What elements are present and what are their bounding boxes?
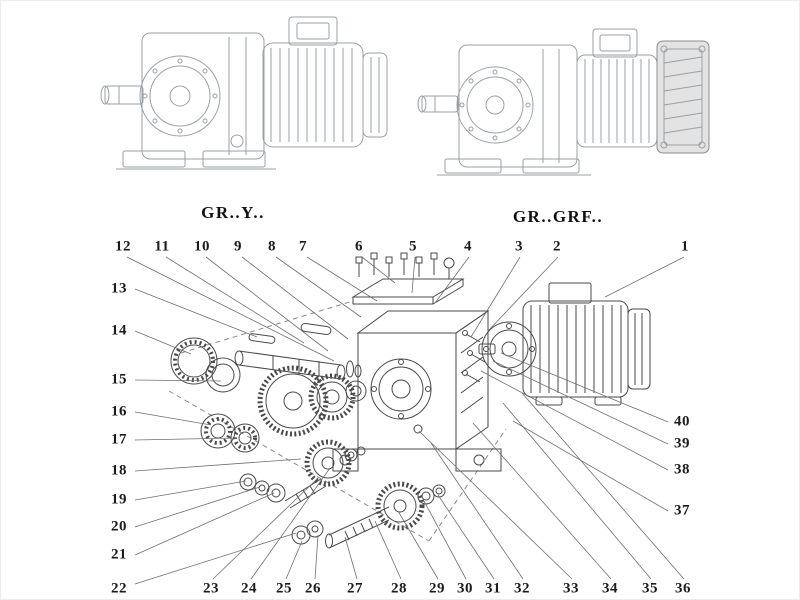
callout-21: 21	[111, 546, 127, 563]
callout-40: 40	[674, 413, 690, 430]
callout-5: 5	[409, 238, 417, 255]
callout-8: 8	[268, 238, 276, 255]
output-shaft-assembly	[234, 322, 362, 380]
callout-19: 19	[111, 491, 127, 508]
callout-37: 37	[674, 502, 690, 519]
callout-7: 7	[299, 238, 307, 255]
callout-31: 31	[485, 580, 501, 597]
callout-14: 14	[111, 322, 127, 339]
top-cover-and-bolts	[351, 252, 465, 305]
callout-26: 26	[305, 580, 321, 597]
callout-35: 35	[642, 580, 658, 597]
callout-18: 18	[111, 462, 127, 479]
motor-assembly	[478, 282, 651, 406]
callout-17: 17	[111, 431, 127, 448]
input-shaft-assembly	[291, 481, 446, 549]
flange-bolts	[462, 330, 486, 383]
callout-28: 28	[391, 580, 407, 597]
callout-39: 39	[674, 435, 690, 452]
intermediate-pinion-assembly	[239, 439, 366, 509]
callout-3: 3	[515, 238, 523, 255]
callout-34: 34	[602, 580, 618, 597]
callout-33: 33	[563, 580, 579, 597]
callout-23: 23	[203, 580, 219, 597]
callout-1: 1	[681, 238, 689, 255]
callout-24: 24	[241, 580, 257, 597]
model-label-gr-grf: GR..GRF..	[512, 207, 604, 226]
callout-22: 22	[111, 580, 127, 597]
callout-36: 36	[675, 580, 691, 597]
callout-11: 11	[154, 238, 170, 255]
callout-13: 13	[111, 280, 127, 297]
assembled-unit-gr-y-illustration	[100, 16, 388, 170]
callout-16: 16	[111, 403, 127, 420]
callout-12: 12	[115, 238, 131, 255]
callout-6: 6	[355, 238, 363, 255]
callout-38: 38	[674, 461, 690, 478]
callout-29: 29	[429, 580, 445, 597]
callout-30: 30	[457, 580, 473, 597]
model-label-gr-y: GR..Y..	[201, 203, 265, 222]
callout-25: 25	[276, 580, 292, 597]
callout-9: 9	[234, 238, 242, 255]
callout-20: 20	[111, 518, 127, 535]
gear-set-first-stage	[257, 365, 367, 437]
flange-seal-bearings	[170, 337, 260, 453]
callout-4: 4	[464, 238, 472, 255]
leader-lines	[126, 256, 685, 585]
exploded-view-illustration	[168, 252, 651, 549]
callout-15: 15	[111, 371, 127, 388]
callout-27: 27	[347, 580, 363, 597]
housing	[332, 310, 502, 472]
callout-2: 2	[553, 238, 561, 255]
callout-10: 10	[194, 238, 210, 255]
callout-32: 32	[514, 580, 530, 597]
assembled-unit-gr-grf-illustration	[417, 28, 710, 176]
